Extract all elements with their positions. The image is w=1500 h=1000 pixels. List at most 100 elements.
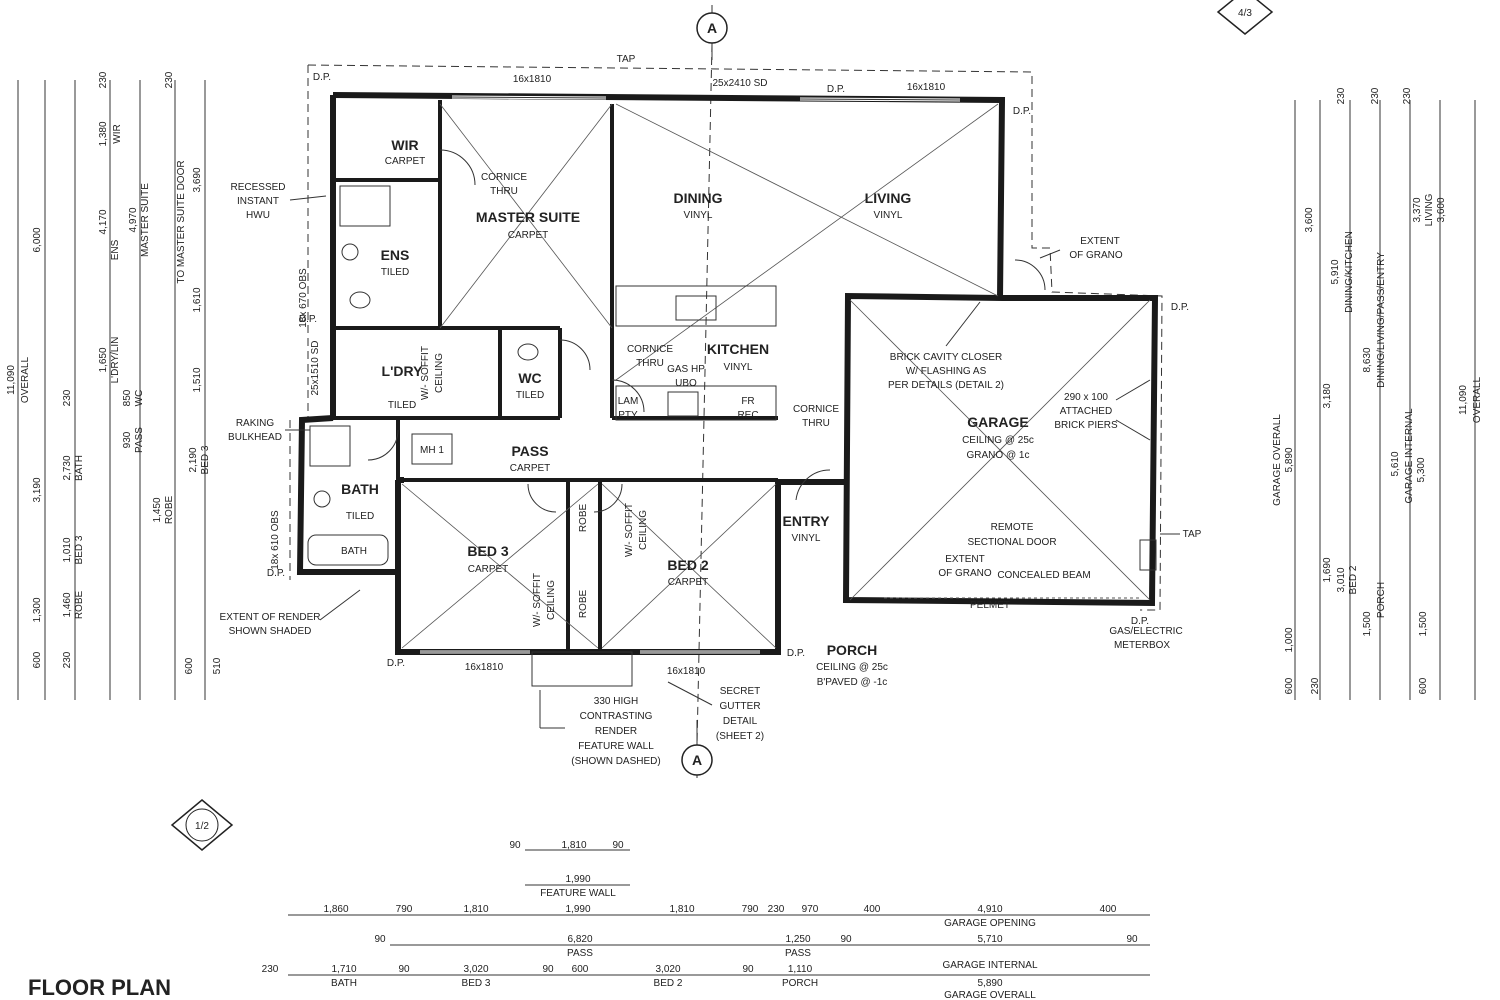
dim-b4-90c: 90 [1126, 934, 1138, 945]
dim-right-bed2: BED 2 [1348, 565, 1359, 594]
dim-left-850: 850 [122, 389, 133, 406]
section-cut-line [696, 43, 713, 746]
porch-paved: B'PAVED @ -1c [817, 677, 888, 688]
room-wir: WIR [391, 137, 418, 153]
note-remote-door-1: REMOTE [991, 522, 1034, 533]
ceiling-diagonals [401, 103, 1151, 649]
note-dp-9: D.P. [1131, 616, 1149, 627]
note-recessed-3: HWU [246, 210, 270, 221]
dim-b1-1810: 1,810 [561, 840, 586, 851]
dim-right-dlpe: DINING/LIVING/PASS/ENTRY [1376, 252, 1387, 388]
room-kitchen: KITCHEN [707, 341, 769, 357]
dim-left-4970: 4,970 [128, 207, 139, 232]
note-secret-gutter-2: GUTTER [719, 701, 760, 712]
dim-b3-230: 230 [768, 904, 785, 915]
dim-b5-230: 230 [262, 964, 279, 975]
dim-b4-5710: 5,710 [977, 934, 1002, 945]
dim-left-1450: 1,450 [152, 497, 163, 522]
dim-right-3180: 3,180 [1322, 383, 1333, 408]
cooktop [667, 391, 699, 417]
room-robe-1: ROBE [578, 504, 589, 533]
dim-left-3690: 3,690 [192, 167, 203, 192]
note-dp-5: D.P. [299, 314, 317, 325]
note-extent-grano-t2: OF GRANO [1069, 250, 1123, 261]
note-dp-8: D.P. [787, 648, 805, 659]
note-dp-3: D.P. [1013, 106, 1031, 117]
note-recessed-1: RECESSED [230, 182, 285, 193]
dim-left-top-230b: 230 [164, 71, 175, 88]
dim-b5-90b: 90 [542, 964, 554, 975]
dim-left-600b: 600 [184, 657, 195, 674]
dim-b5-5890: 5,890 [977, 978, 1002, 989]
room-laundry-finish: TILED [388, 400, 416, 411]
room-dining-finish: VINYL [684, 210, 713, 221]
basin-ens [341, 243, 359, 261]
dim-b5-porch: PORCH [782, 978, 818, 989]
dim-right-3600a: 3,600 [1304, 207, 1315, 232]
dim-b3-970: 970 [802, 904, 819, 915]
meterbox-symbol [1139, 539, 1157, 571]
note-soffit-2a: W/- SOFFIT [624, 503, 635, 557]
note-cornice-kitchen-2: THRU [636, 358, 664, 369]
sheet-mark-1-2: 1/2 [195, 821, 209, 832]
room-ens-finish: TILED [381, 267, 409, 278]
dim-left-1460: 1,460 [62, 592, 73, 617]
dim-left-6000: 6,000 [32, 227, 43, 252]
kitchen-sink [675, 295, 717, 321]
note-meterbox-1: GAS/ELECTRIC [1109, 626, 1182, 637]
dim-right-1000: 1,000 [1284, 627, 1295, 652]
room-master-suite: MASTER SUITE [476, 209, 580, 225]
eaves-line [307, 64, 1163, 611]
note-extent-grano-b1: EXTENT [945, 554, 984, 565]
dim-right-3600b: 3,600 [1436, 197, 1447, 222]
dim-b1-90b: 90 [612, 840, 624, 851]
window-bottom-right: 16x1810 [667, 666, 706, 677]
dim-left-4170: 4,170 [98, 209, 109, 234]
room-porch: PORCH [827, 642, 878, 658]
note-pelmet: PELMET [970, 600, 1010, 611]
room-robe-2: ROBE [578, 590, 589, 619]
dim-left-1010: 1,010 [62, 537, 73, 562]
room-pass-finish: CARPET [510, 463, 551, 474]
dim-b5-3020a: 3,020 [463, 964, 488, 975]
shower-ens [339, 185, 391, 227]
dim-left-ldry: L'DRY/LIN [110, 337, 121, 384]
dim-left-bed3: BED 3 [74, 535, 85, 564]
note-fr-2: REC [737, 410, 758, 421]
window-top-sd: 25x2410 SD [712, 78, 767, 89]
dim-b4-90a: 90 [374, 934, 386, 945]
shower-bath [309, 425, 351, 467]
dim-b4-pass: PASS [567, 948, 593, 959]
room-wc: WC [518, 370, 541, 386]
dim-b5-bath: BATH [331, 978, 357, 989]
note-soffit-3a: W/- SOFFIT [532, 573, 543, 627]
dim-right-11090: 11,090 [1458, 385, 1469, 415]
dim-b5-bed3: BED 3 [462, 978, 491, 989]
dim-right-porch: PORCH [1376, 582, 1387, 618]
dim-left-3190: 3,190 [32, 477, 43, 502]
note-feature-wall-5: (SHOWN DASHED) [571, 756, 660, 767]
dim-right-3010: 3,010 [1336, 567, 1347, 592]
note-brick-cavity-3: PER DETAILS (DETAIL 2) [888, 380, 1004, 391]
note-brick-cavity-2: W/ FLASHING AS [906, 366, 987, 377]
garage-ceiling: CEILING @ 25c [962, 435, 1034, 446]
note-dp-4: D.P. [1171, 302, 1189, 313]
basin-bath [313, 490, 331, 508]
room-master-finish: CARPET [508, 230, 549, 241]
note-dp-6: D.P. [267, 568, 285, 579]
note-raking-1: RAKING [236, 418, 275, 429]
dim-b4-garage-internal: GARAGE INTERNAL [942, 960, 1037, 971]
annotations: RECESSED INSTANT HWU RAKING BULKHEAD EXT… [220, 54, 1202, 767]
room-labels: WIR CARPET MASTER SUITE CARPET ENS TILED… [341, 137, 1034, 688]
note-soffit-1b: CEILING [434, 353, 445, 393]
room-kitchen-finish: VINYL [724, 362, 753, 373]
dim-left-ens: ENS [110, 239, 121, 260]
feature-wall-box [531, 651, 633, 687]
note-raking-2: BULKHEAD [228, 432, 282, 443]
note-feature-wall-2: CONTRASTING [580, 711, 653, 722]
dim-left-510: 510 [212, 657, 223, 674]
note-piers-1: 290 x 100 [1064, 392, 1108, 403]
note-extent-grano-t1: EXTENT [1080, 236, 1119, 247]
note-piers-2: ATTACHED [1060, 406, 1112, 417]
note-lam-2: PTY [618, 410, 638, 421]
